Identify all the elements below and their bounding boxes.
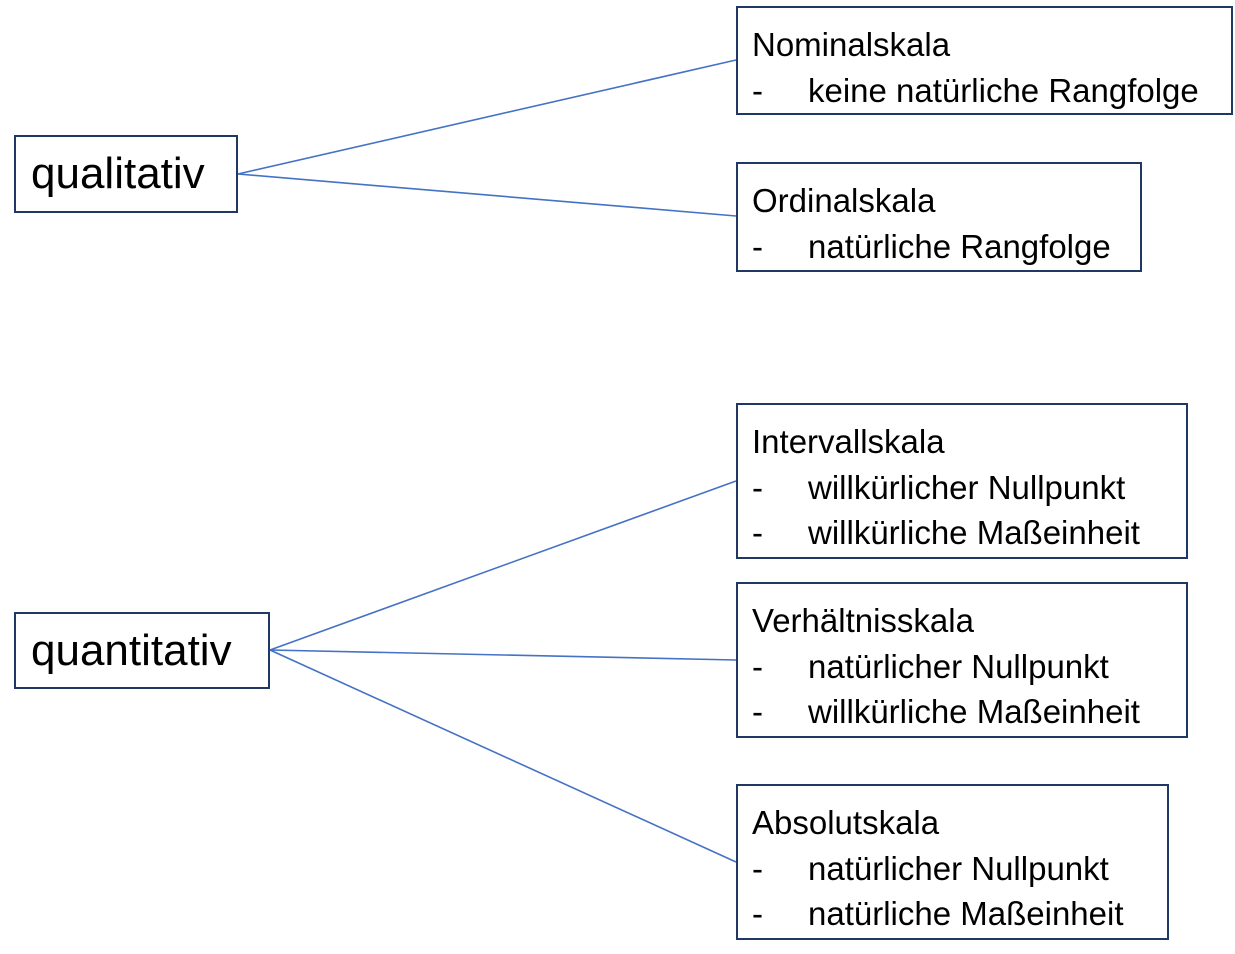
scale-bullet: - keine natürliche Rangfolge: [752, 68, 1221, 114]
bullet-text: natürliche Maßeinheit: [808, 895, 1124, 932]
scale-bullet: - willkürliche Maßeinheit: [752, 689, 1176, 735]
scale-bullet: - willkürlicher Nullpunkt: [752, 465, 1176, 511]
scale-bullet: - willkürliche Maßeinheit: [752, 510, 1176, 556]
bullet-marker: -: [752, 468, 763, 506]
bullet-marker: -: [752, 514, 763, 551]
scale-box-verhaeltnis: Verhältnisskala - natürlicher Nullpunkt …: [736, 582, 1188, 738]
bullet-marker: -: [752, 647, 763, 685]
connector-qualitativ-ordinal: [237, 173, 737, 217]
connector-quantitativ-verhaeltnis: [269, 649, 737, 661]
bullet-text: natürliche Rangfolge: [808, 227, 1111, 265]
category-label: quantitativ: [31, 625, 232, 675]
bullet-text: willkürlicher Nullpunkt: [808, 468, 1126, 506]
bullet-text: natürlicher Nullpunkt: [808, 849, 1109, 887]
scale-box-nominal: Nominalskala - keine natürliche Rangfolg…: [736, 6, 1233, 115]
bullet-text: willkürliche Maßeinheit: [808, 514, 1140, 551]
scale-title: Verhältnisskala: [752, 602, 974, 639]
bullet-marker: -: [752, 895, 763, 932]
bullet-text: natürlicher Nullpunkt: [808, 647, 1109, 685]
scale-box-absolut: Absolutskala - natürlicher Nullpunkt - n…: [736, 784, 1169, 940]
scale-bullet: - natürlicher Nullpunkt: [752, 846, 1157, 892]
bullet-text: willkürliche Maßeinheit: [808, 693, 1140, 730]
scale-bullet: - natürliche Maßeinheit: [752, 891, 1157, 937]
bullet-marker: -: [752, 849, 763, 887]
bullet-marker: -: [752, 693, 763, 730]
connector-quantitativ-absolut: [269, 649, 737, 863]
category-box-quantitativ: quantitativ: [14, 612, 270, 689]
bullet-marker: -: [752, 227, 763, 265]
connector-qualitativ-nominal: [237, 59, 737, 175]
bullet-text: keine natürliche Rangfolge: [808, 71, 1199, 109]
category-box-qualitativ: qualitativ: [14, 135, 238, 213]
scale-box-ordinal: Ordinalskala - natürliche Rangfolge: [736, 162, 1142, 272]
scale-box-intervall: Intervallskala - willkürlicher Nullpunkt…: [736, 403, 1188, 559]
bullet-marker: -: [752, 71, 763, 109]
scale-title: Ordinalskala: [752, 182, 936, 219]
connector-quantitativ-intervall: [269, 480, 737, 651]
category-label: qualitativ: [31, 149, 205, 198]
scale-title: Intervallskala: [752, 423, 945, 460]
scale-title: Absolutskala: [752, 804, 940, 841]
scale-title: Nominalskala: [752, 26, 951, 63]
scale-bullet: - natürlicher Nullpunkt: [752, 644, 1176, 690]
scale-bullet: - natürliche Rangfolge: [752, 224, 1130, 270]
